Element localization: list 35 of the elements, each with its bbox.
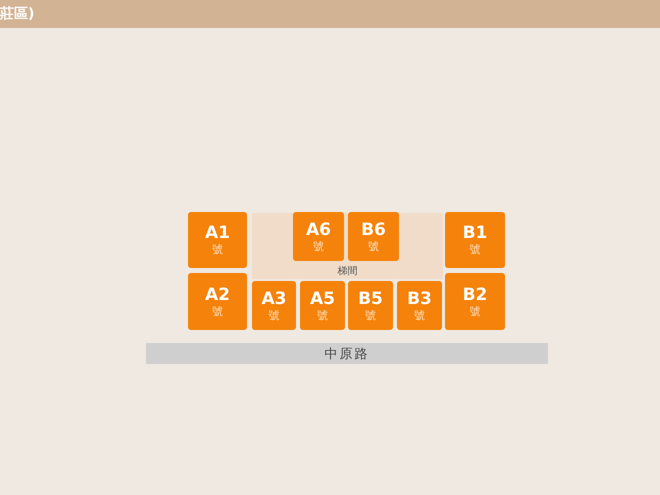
unit-block [348,281,393,330]
unit-block [445,273,505,330]
road-name: 中原路 [324,346,370,362]
unit-block [300,281,345,330]
unit-block [252,281,296,330]
stairwell-area [252,213,443,279]
unit-block [188,212,247,268]
unit-block [348,212,399,261]
unit-suffix: 號 [212,304,223,318]
unit-suffix: 號 [268,308,280,322]
unit-number: A1 [205,223,230,243]
unit-suffix: 號 [365,308,376,322]
unit-block [445,212,505,268]
unit-number: A3 [262,288,286,308]
unit-number: B1 [462,223,488,243]
road-band [146,343,548,364]
unit-number: A6 [306,220,331,240]
unit-suffix: 號 [368,240,379,254]
unit-suffix: 號 [212,243,223,257]
unit-number: B5 [358,288,383,308]
unit-block [188,273,247,330]
unit-suffix: 號 [470,243,480,257]
unit-number: B2 [462,284,488,304]
unit-suffix: 號 [414,308,425,322]
unit-suffix: 號 [317,308,328,322]
unit-suffix: 號 [313,240,324,254]
unit-number: A5 [310,288,335,308]
unit-block [293,212,344,261]
unit-number: B3 [407,288,432,308]
unit-number: A2 [205,284,230,304]
unit-suffix: 號 [470,304,480,318]
page-title: 莊區) [0,5,34,23]
stairwell-label: 梯間 [338,264,358,278]
unit-block [397,281,442,330]
unit-number: B6 [361,220,386,240]
